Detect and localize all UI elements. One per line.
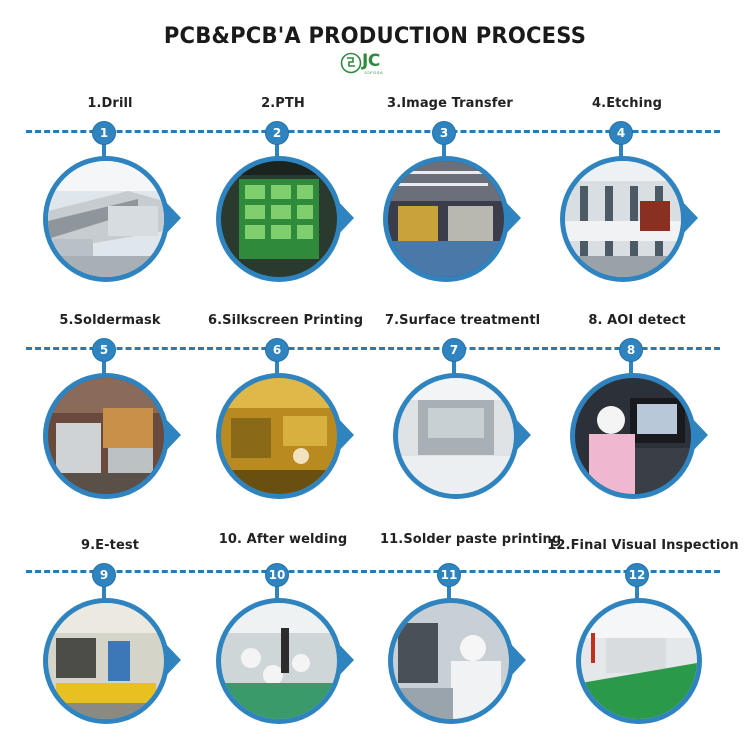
step-e-test: 9.E-test 9 bbox=[35, 538, 185, 738]
step-photo bbox=[43, 156, 193, 286]
soldermask-workshop-photo bbox=[48, 378, 164, 494]
logo-letters: JC bbox=[362, 51, 380, 71]
solder-paste-operator-photo bbox=[393, 603, 509, 719]
step-number-badge: 4 bbox=[609, 121, 633, 145]
step-number-badge: 3 bbox=[432, 121, 456, 145]
page-title: PCB&PCB'A PRODUCTION PROCESS bbox=[163, 24, 587, 49]
step-photo bbox=[216, 373, 366, 503]
drilling-machines-photo bbox=[48, 161, 164, 277]
step-number-badge: 2 bbox=[265, 121, 289, 145]
step-number-badge: 6 bbox=[265, 338, 289, 362]
logo-subtitle: JOFOSA bbox=[364, 70, 384, 75]
connector-stem bbox=[102, 360, 106, 378]
step-label: 3.Image Transfer bbox=[387, 96, 513, 111]
yellow-lit-cleanroom-photo bbox=[388, 161, 504, 277]
step-final-visual-inspection: 12.Final Visual Inspection 12 bbox=[547, 538, 739, 738]
step-photo bbox=[393, 373, 543, 503]
step-soldermask: 5.Soldermask 5 bbox=[35, 313, 185, 513]
inspection-conveyor-photo bbox=[581, 603, 697, 719]
step-after-welding: 10. After welding 10 bbox=[208, 532, 358, 738]
timeline-row-2 bbox=[26, 347, 720, 350]
step-silkscreen-printing: 6.Silkscreen Printing 6 bbox=[208, 313, 364, 513]
step-pth: 2.PTH 2 bbox=[208, 96, 358, 296]
connector-stem bbox=[452, 360, 456, 378]
silkscreen-yellow-room-photo bbox=[221, 378, 337, 494]
step-solder-paste-printing: 11.Solder paste printing 11 bbox=[380, 532, 561, 738]
logo-emblem-icon bbox=[340, 52, 362, 74]
step-photo bbox=[216, 598, 366, 728]
connector-stem bbox=[442, 143, 446, 161]
step-number-badge: 5 bbox=[92, 338, 116, 362]
step-photo bbox=[576, 598, 726, 728]
green-pcb-panel-photo bbox=[221, 161, 337, 277]
step-number-badge: 8 bbox=[619, 338, 643, 362]
connector-stem bbox=[102, 143, 106, 161]
step-image-transfer: 3.Image Transfer 3 bbox=[375, 96, 525, 296]
e-test-stations-photo bbox=[48, 603, 164, 719]
aoi-operator-photo bbox=[575, 378, 691, 494]
connector-stem bbox=[619, 143, 623, 161]
timeline-row-1 bbox=[26, 130, 720, 133]
step-number-badge: 12 bbox=[625, 563, 649, 587]
step-label: 7.Surface treatmentl bbox=[385, 313, 541, 328]
step-photo bbox=[216, 156, 366, 286]
step-label: 2.PTH bbox=[261, 96, 305, 111]
step-etching: 4.Etching 4 bbox=[552, 96, 702, 296]
connector-stem bbox=[629, 360, 633, 378]
step-photo bbox=[43, 598, 193, 728]
step-photo bbox=[570, 373, 720, 503]
step-photo bbox=[388, 598, 538, 728]
connector-stem bbox=[635, 585, 639, 603]
company-logo: JC JOFOSA bbox=[340, 51, 404, 78]
step-label: 5.Soldermask bbox=[59, 313, 161, 328]
step-number-badge: 1 bbox=[92, 121, 116, 145]
step-number-badge: 11 bbox=[437, 563, 461, 587]
step-surface-treatment: 7.Surface treatmentl 7 bbox=[385, 313, 541, 513]
step-number-badge: 9 bbox=[92, 563, 116, 587]
connector-stem bbox=[275, 585, 279, 603]
step-label: 4.Etching bbox=[592, 96, 662, 111]
step-label: 1.Drill bbox=[87, 96, 133, 111]
step-label: 11.Solder paste printing bbox=[380, 532, 562, 547]
step-label: 10. After welding bbox=[218, 532, 348, 547]
step-photo bbox=[560, 156, 710, 286]
etching-line-photo bbox=[565, 161, 681, 277]
connector-stem bbox=[275, 360, 279, 378]
welding-workers-photo bbox=[221, 603, 337, 719]
connector-stem bbox=[102, 585, 106, 603]
surface-treatment-machines-photo bbox=[398, 378, 514, 494]
step-label: 6.Silkscreen Printing bbox=[208, 313, 364, 328]
step-number-badge: 7 bbox=[442, 338, 466, 362]
step-aoi-detect: 8. AOI detect 8 bbox=[562, 313, 712, 513]
step-label: 9.E-test bbox=[80, 538, 140, 553]
connector-stem bbox=[447, 585, 451, 603]
step-label: 8. AOI detect bbox=[588, 313, 686, 328]
step-photo bbox=[43, 373, 193, 503]
connector-stem bbox=[275, 143, 279, 161]
timeline-row-3 bbox=[26, 570, 720, 573]
step-drill: 1.Drill 1 bbox=[35, 96, 185, 296]
step-label: 12.Final Visual Inspection bbox=[547, 538, 739, 553]
step-number-badge: 10 bbox=[265, 563, 289, 587]
step-photo bbox=[383, 156, 533, 286]
